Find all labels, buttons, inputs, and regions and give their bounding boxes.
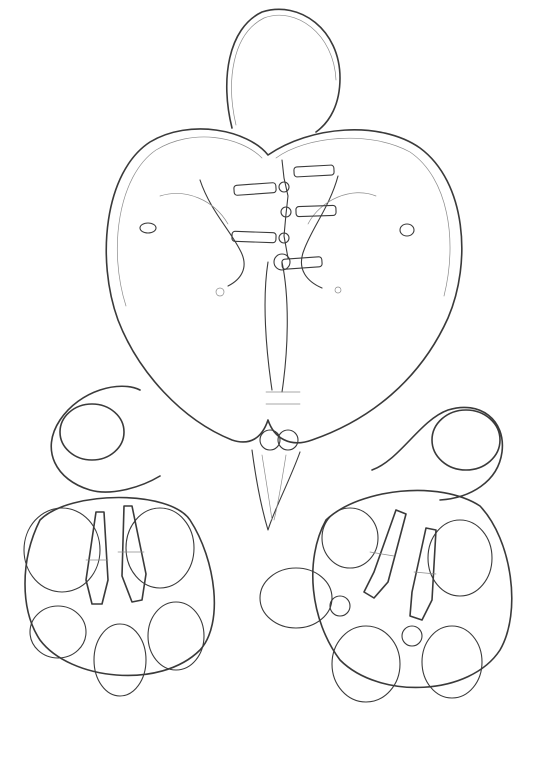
body-outline: [105, 128, 463, 444]
left-clip-bands: [85, 551, 145, 561]
right-clip-knob-b: [401, 625, 423, 647]
left-toe-pad-3: [29, 605, 87, 659]
contour-swirl-right: [307, 192, 377, 225]
left-leg-outline: [50, 385, 161, 493]
right-clip-knob-a: [329, 595, 351, 617]
tail-outline: [226, 8, 341, 133]
spot-right: [399, 223, 415, 237]
left-heel-pad: [59, 403, 125, 461]
right-clip-b: [409, 527, 437, 621]
right-heel-pad: [431, 409, 501, 471]
inner-fold-right: [300, 175, 339, 289]
clip-4: [281, 256, 323, 270]
right-sole-outline: [312, 489, 513, 689]
spot-left: [139, 222, 157, 234]
clip-1: [233, 164, 335, 196]
right-leg-outline: [371, 406, 504, 501]
clip-3: [231, 230, 277, 244]
center-knob-left: [259, 429, 281, 451]
bubble-left: [215, 287, 225, 297]
right-toe-pad-1: [259, 567, 333, 629]
body: [105, 128, 463, 444]
right-clip-bands: [369, 551, 437, 575]
left-toe-pad-4: [93, 623, 147, 697]
body-sketch-line-left: [117, 136, 263, 307]
center-seam: [264, 261, 288, 393]
right-toe-pad-5: [421, 625, 483, 699]
stitch-column: [231, 159, 337, 271]
right-toe-pad-3: [427, 519, 493, 597]
left-clip-b: [121, 505, 147, 603]
tail-sketch-line: [231, 14, 337, 126]
left-paw: [23, 385, 216, 697]
stitch-line: [281, 159, 289, 259]
body-sketch-line-right: [275, 137, 451, 297]
left-clip-a: [85, 511, 109, 605]
center-band: [265, 391, 301, 405]
right-paw: [259, 406, 513, 703]
knot-1: [278, 181, 290, 193]
left-toe-pad-5: [147, 601, 205, 671]
tail: [226, 8, 341, 133]
center-knob-right: [277, 429, 299, 451]
contour-swirl-left: [159, 193, 229, 225]
right-clip-a: [363, 509, 407, 599]
center-drop-inner: [261, 454, 287, 521]
knot-4: [273, 253, 291, 271]
center-drop-outline: [251, 449, 301, 531]
inner-fold-left: [199, 179, 245, 287]
right-toe-pad-2: [321, 507, 379, 569]
clip-2: [295, 204, 337, 218]
left-toe-pad-2: [125, 507, 195, 589]
knot-3: [278, 232, 290, 244]
left-sole-outline: [24, 496, 216, 677]
center-drop: [251, 391, 301, 531]
knot-2: [280, 206, 292, 218]
bubble-right: [334, 286, 342, 294]
left-toe-pad-1: [23, 507, 101, 593]
right-toe-pad-4: [331, 625, 401, 703]
